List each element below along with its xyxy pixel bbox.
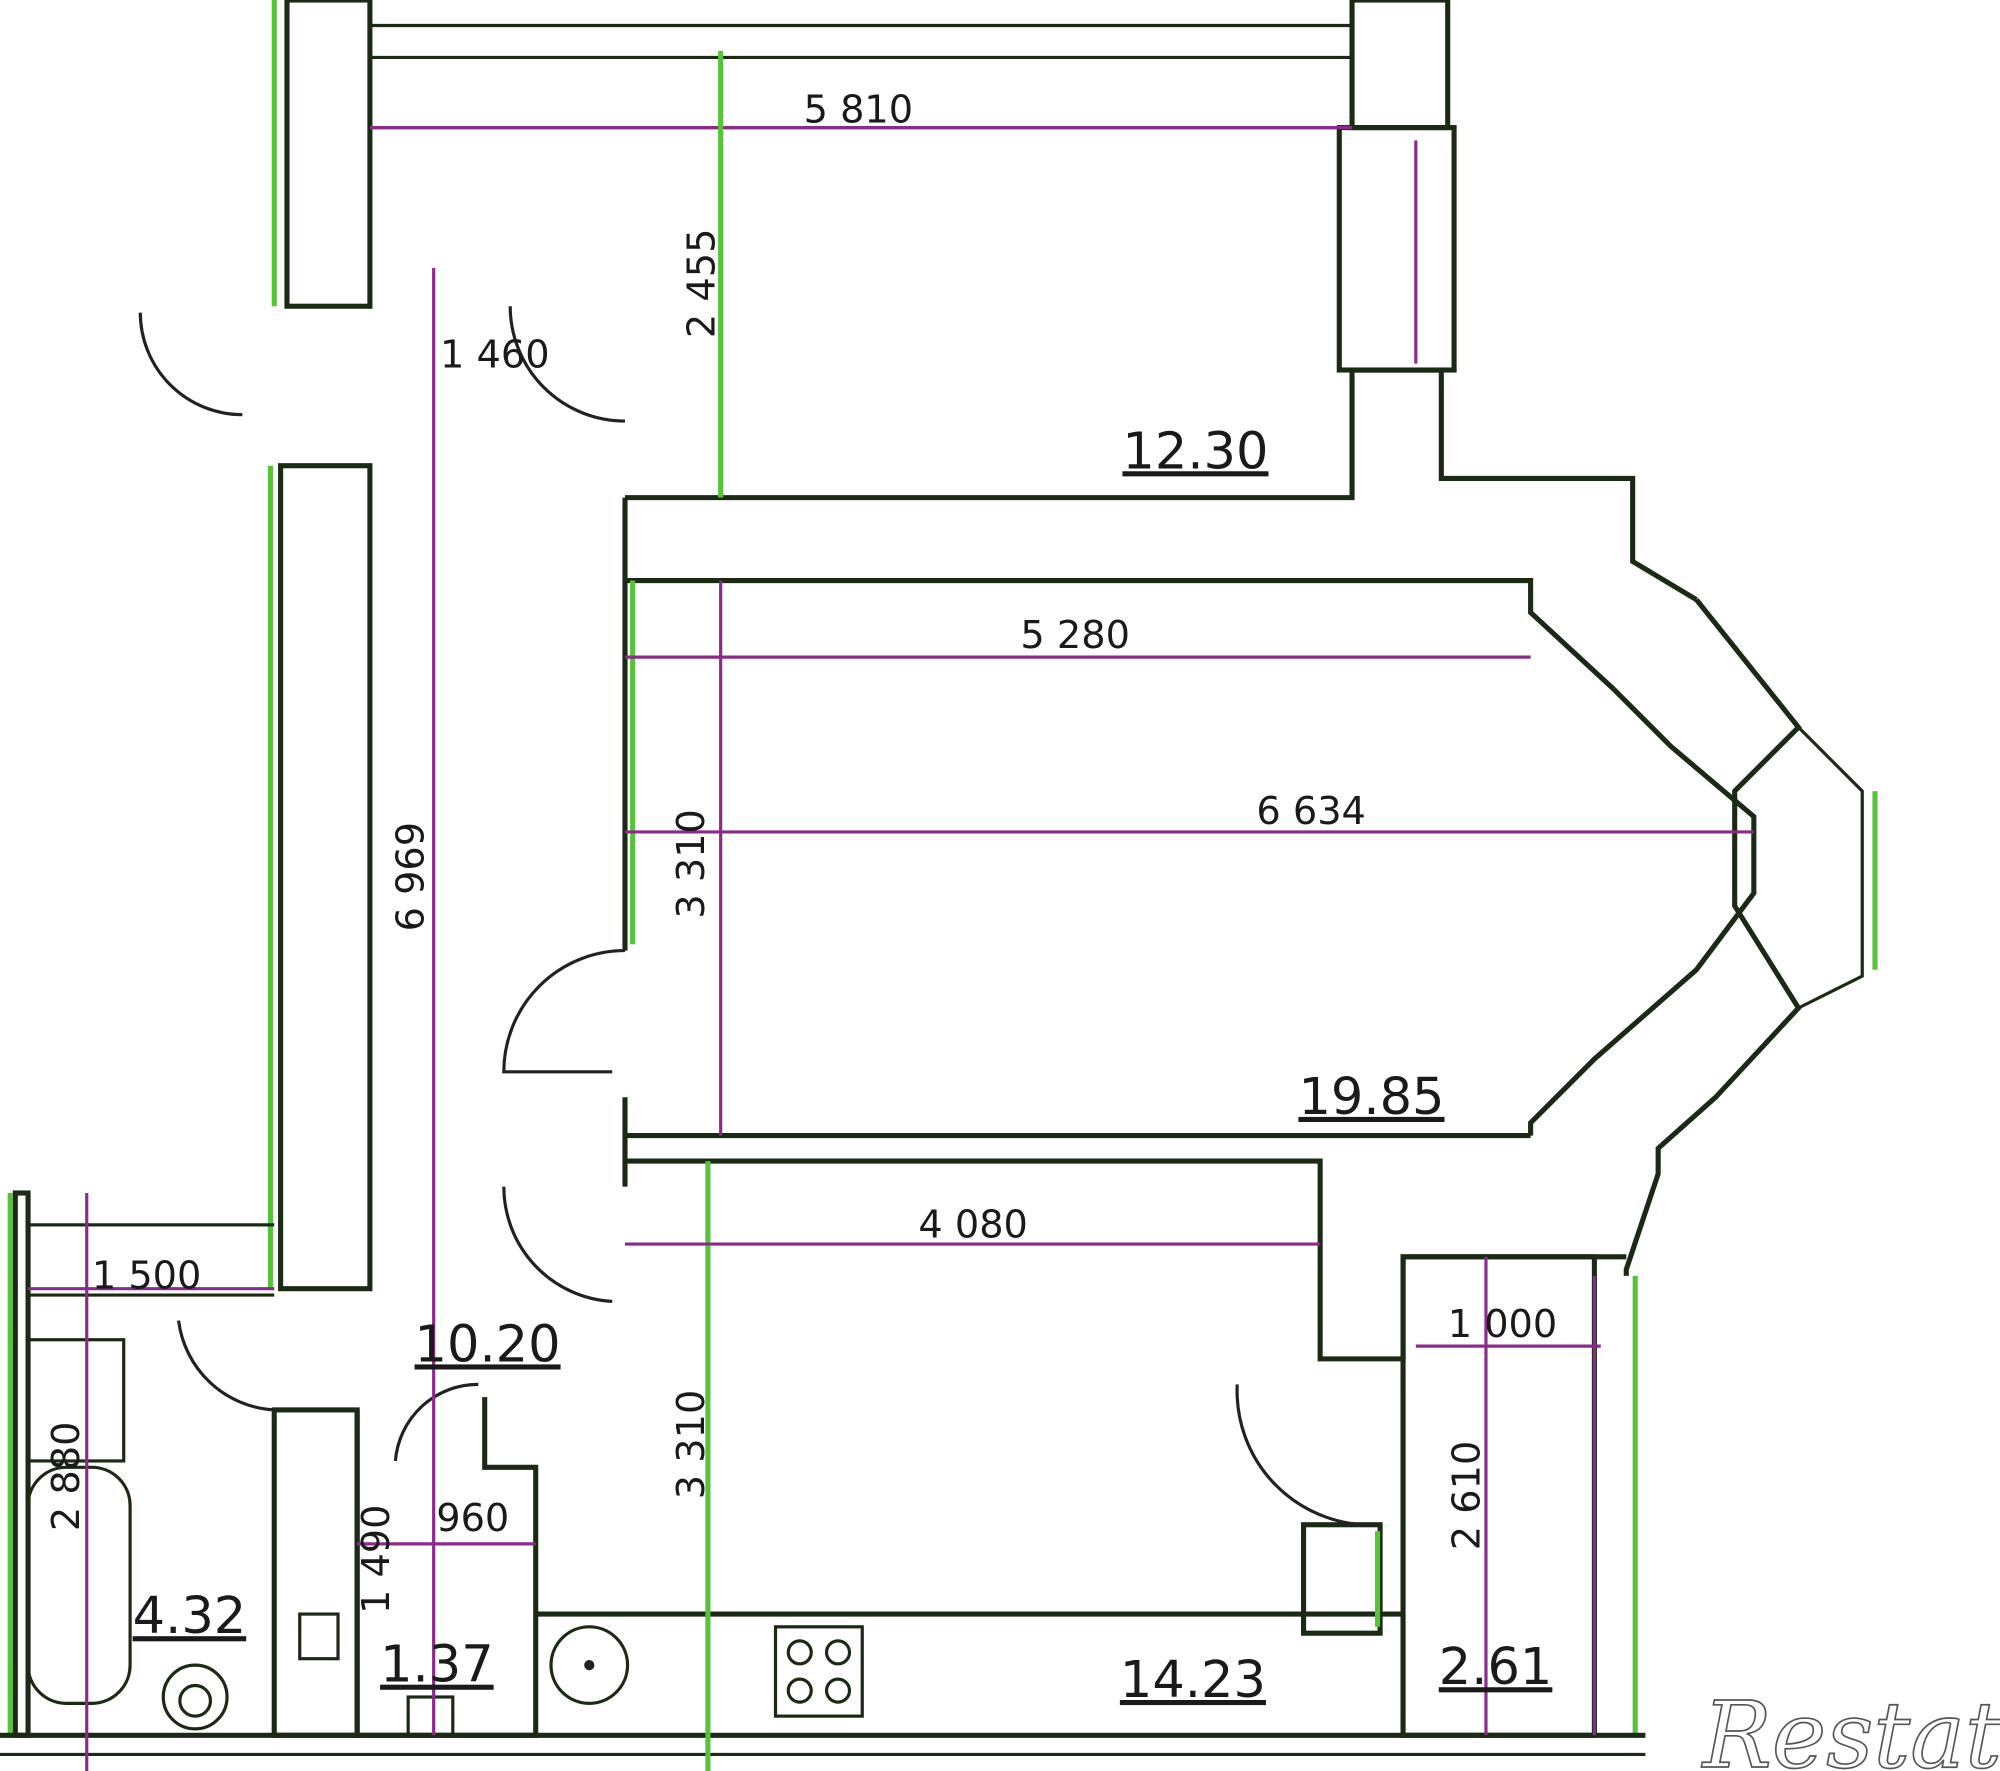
dim-kitchen-depth: 3 310 [669, 1390, 714, 1500]
dim-closet-depth: 2 610 [1445, 1441, 1490, 1551]
area-closet: 2.61 [1439, 1638, 1553, 1697]
dim-kitchen-width: 4 080 [918, 1203, 1028, 1248]
dim-living-depth: 3 310 [669, 809, 714, 919]
dim-wc-depth: 1 490 [354, 1504, 399, 1614]
area-bathroom: 4.32 [133, 1587, 247, 1646]
dim-room1-depth: 2 455 [679, 229, 724, 339]
dim-living-bay: 6 634 [1256, 789, 1366, 834]
dimension-labels: 5 810 2 455 1 460 5 280 6 634 3 310 6 96… [44, 87, 1557, 1614]
doors [138, 306, 1378, 1527]
dim-corridor-length: 6 969 [388, 822, 433, 932]
dim-wc-width: 960 [436, 1496, 509, 1541]
dim-closet-width: 1 000 [1448, 1302, 1558, 1347]
room-areas: 12.30 19.85 10.20 4.32 1.37 14.23 2.61 [133, 422, 1553, 1710]
walls [0, 0, 1878, 1757]
dimension-lines [28, 51, 1754, 1771]
dim-entry-width: 1 460 [440, 332, 550, 377]
area-wc: 1.37 [380, 1636, 494, 1695]
area-hall: 10.20 [415, 1315, 561, 1374]
watermark-logo: Restate [1701, 1682, 2000, 1771]
area-living-room: 19.85 [1298, 1068, 1444, 1127]
dim-bath-depth: 2 880 [44, 1422, 89, 1532]
area-kitchen: 14.23 [1120, 1651, 1266, 1710]
dim-bath-width: 1 500 [92, 1254, 202, 1299]
area-room-top: 12.30 [1122, 422, 1268, 481]
dim-top-width: 5 810 [804, 87, 914, 132]
dim-living-inner: 5 280 [1020, 613, 1130, 658]
